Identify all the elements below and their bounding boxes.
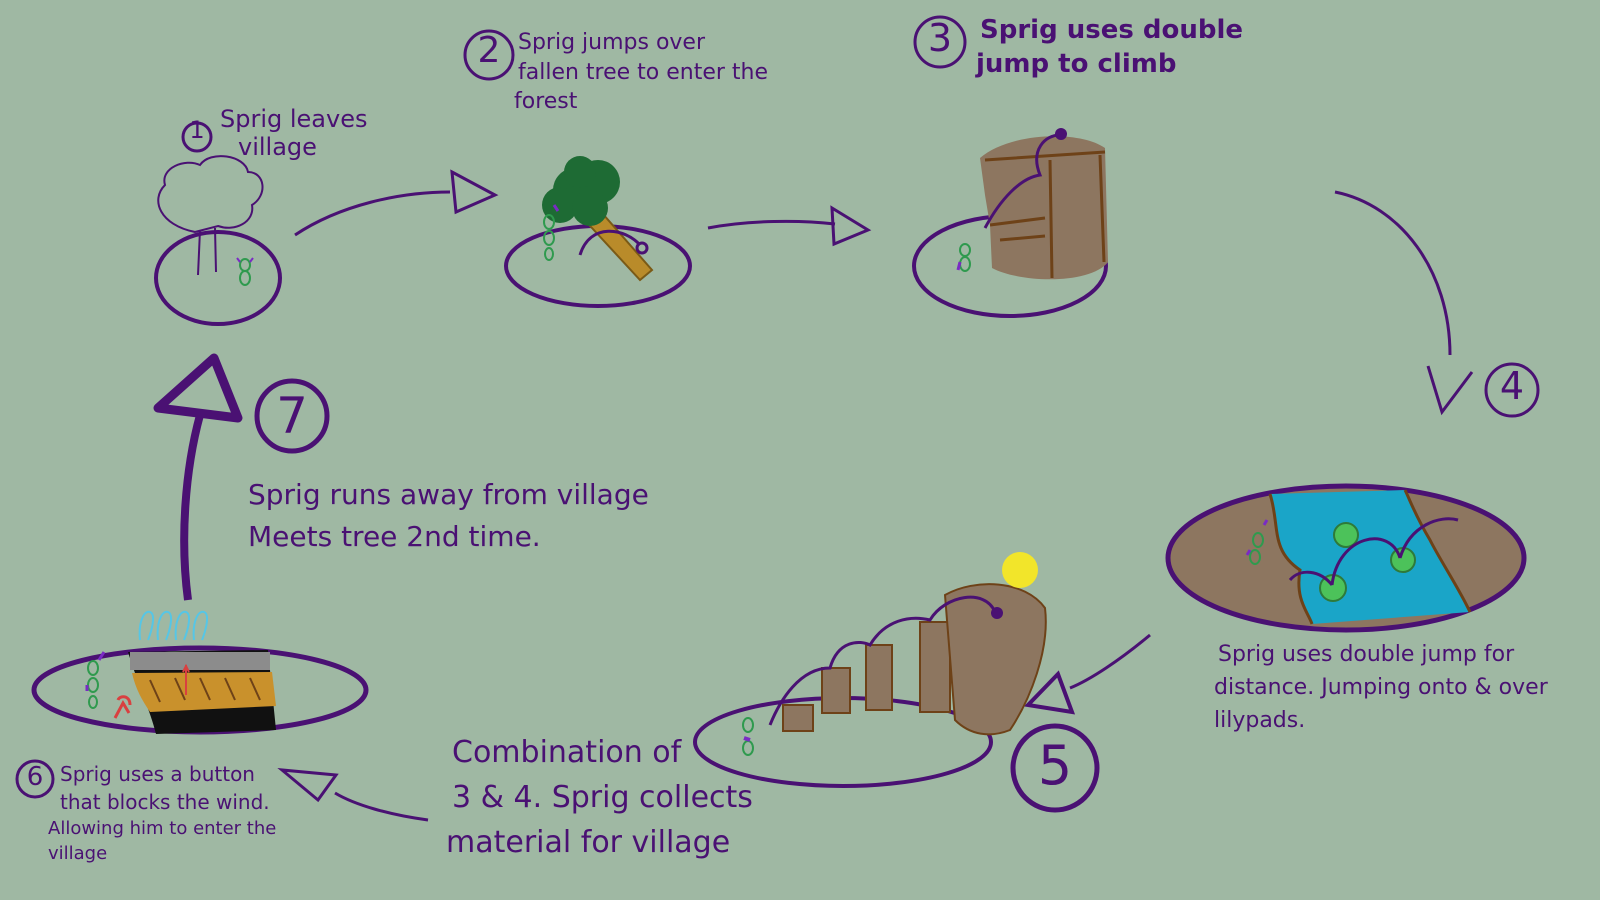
panel-3-scene <box>912 128 1108 318</box>
step-7-number: 7 <box>276 387 308 445</box>
village-tree-icon <box>157 155 264 276</box>
panel-5-scene <box>693 552 1047 788</box>
step-5-circle <box>1010 723 1100 813</box>
double-jump-path <box>983 133 1061 229</box>
step-1-number: 1 <box>189 116 205 144</box>
jump-path <box>768 595 997 726</box>
step-2-number: 2 <box>477 30 501 71</box>
sprig-character-icon <box>1245 519 1269 565</box>
wind-icon <box>138 610 209 641</box>
stump <box>865 644 893 711</box>
stump <box>782 704 814 732</box>
arrow-5-to-6 <box>277 768 429 822</box>
sprig-character-icon <box>543 204 560 261</box>
arrow-1-to-2 <box>294 169 499 237</box>
step-4-number: 4 <box>1499 364 1525 408</box>
step-6-circle <box>15 759 55 799</box>
sprig-character-icon <box>742 717 754 756</box>
arrow-3-to-4 <box>1334 190 1474 416</box>
jump-path <box>1288 517 1459 586</box>
step-2-caption: Sprig jumps over fallen tree to enter th… <box>514 30 769 115</box>
panel-2-platform <box>504 224 692 308</box>
step-3-caption: Sprig uses double jump to climb <box>976 15 1244 79</box>
step-7-circle <box>254 378 330 454</box>
lilypad <box>1333 522 1359 548</box>
step-5-caption: Combination of 3 & 4. Sprig collects mat… <box>446 735 753 860</box>
panel-4-scene <box>1165 483 1527 633</box>
step-7-caption: Sprig runs away from village Meets tree … <box>248 478 649 553</box>
step-3-circle <box>913 15 967 69</box>
button-icon <box>113 695 132 719</box>
sprig-character-icon <box>85 651 106 709</box>
sprig-character-icon <box>236 257 254 286</box>
stump <box>919 621 951 713</box>
step-2-circle <box>463 29 515 81</box>
step-4-circle <box>1484 362 1540 418</box>
step-6-caption: Sprig uses a button that blocks the wind… <box>48 762 277 865</box>
step-3-number: 3 <box>927 16 953 60</box>
jump-path <box>578 229 642 256</box>
panel-1-platform <box>154 230 282 326</box>
panel-6-scene <box>31 610 369 735</box>
panel-2-scene <box>504 156 692 308</box>
step-5-number: 5 <box>1037 734 1073 797</box>
step-1-circle <box>181 121 213 153</box>
step-1-caption: Sprig leaves village <box>220 105 368 161</box>
sprig-character-icon <box>956 243 971 272</box>
cliff-rock <box>980 136 1108 280</box>
panel-1-scene <box>154 155 282 326</box>
arrow-6-to-7 <box>153 353 243 601</box>
sun-icon <box>1002 552 1038 588</box>
arrow-4-to-5 <box>1023 633 1151 715</box>
step-4-caption: Sprig uses double jump for distance. Jum… <box>1214 642 1548 733</box>
arrow-2-to-3 <box>707 205 872 247</box>
step-6-number: 6 <box>26 762 44 792</box>
cliff-rock <box>943 583 1047 736</box>
wooden-bridge <box>132 672 276 712</box>
tree-icon <box>542 156 620 226</box>
stump <box>821 667 851 714</box>
